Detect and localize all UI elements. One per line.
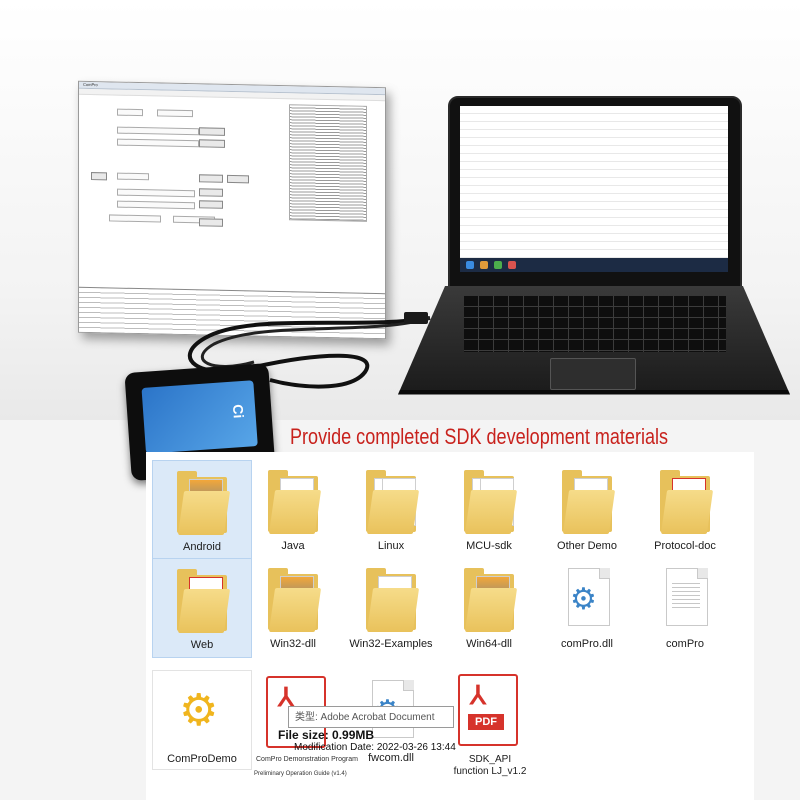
laptop: [398, 96, 790, 408]
app-icon: [508, 261, 516, 269]
file-tooltip: 类型: Adobe Acrobat Document: [288, 706, 454, 728]
dll-file-icon: ⚙: [560, 566, 614, 632]
touchpad: [550, 358, 636, 390]
folder-win32-dll[interactable]: Win32-dll: [244, 558, 342, 656]
text-file-icon: [658, 566, 712, 632]
folder-icon: [266, 566, 322, 632]
gear-app-icon: ⚙: [179, 686, 219, 735]
folder-icon: [266, 468, 322, 534]
folder-win64-dll[interactable]: Win64-dll: [440, 558, 538, 656]
item-label: MCU-sdk: [466, 540, 512, 552]
file-explorer: Android Java Linux MCU-sdk Other Demo: [146, 452, 754, 800]
reader-logo: Ci: [229, 403, 247, 419]
block-input: [109, 214, 161, 223]
folder-icon: [658, 468, 714, 534]
action-button-a: [199, 188, 223, 197]
app-icon: [494, 261, 502, 269]
taskbar: [460, 258, 728, 272]
item-label: fwcom.dll: [368, 752, 414, 764]
baud-input: [157, 109, 193, 118]
data-input: [117, 126, 199, 136]
item-label: Win64-dll: [466, 638, 512, 650]
item-label: comPro.dll: [561, 638, 613, 650]
folder-java[interactable]: Java: [244, 460, 342, 558]
folder-icon: [462, 566, 518, 632]
folder-icon: [364, 468, 420, 534]
item-label: Linux: [377, 540, 405, 552]
pdf-label-compro-demo: ComPro Demonstration Program: [256, 756, 358, 763]
laptop-base: [398, 286, 790, 395]
folder-icon: [462, 468, 518, 534]
item-label: SDK_API function LJ_v1.2: [453, 754, 527, 777]
laptop-lid: [448, 96, 742, 288]
tooltip-caption: Preliminary Operation Guide (v1.4): [254, 771, 347, 777]
item-label: Win32-Examples: [349, 638, 433, 650]
data-input-2: [117, 138, 199, 148]
settings-form: [87, 100, 287, 284]
value-input: [117, 200, 195, 210]
item-label: Java: [281, 540, 305, 552]
file-comprodemo[interactable]: ⚙ ComProDemo: [152, 670, 252, 770]
action-button-b: [199, 200, 223, 209]
key-input: [117, 188, 195, 198]
file-compro-dll[interactable]: ⚙ comPro.dll: [538, 558, 636, 656]
folder-win32-examples[interactable]: Win32-Examples: [342, 558, 440, 656]
port-select: [117, 108, 143, 117]
item-label: Win32-dll: [270, 638, 316, 650]
keyboard: [464, 296, 726, 352]
tooltip-type: 类型: Adobe Acrobat Document: [295, 712, 435, 723]
window-title: ComPro: [83, 81, 98, 88]
item-label: Other Demo: [557, 540, 617, 552]
start-icon: [466, 261, 474, 269]
read-button: [199, 174, 223, 183]
bottom-log: [79, 286, 385, 340]
pdf-file-icon: ⅄ PDF: [458, 674, 518, 746]
folder-icon: [175, 567, 231, 633]
app-icon: [480, 261, 488, 269]
item-label: Android: [183, 541, 221, 553]
item-label: Protocol-doc: [654, 540, 716, 552]
item-label: comPro: [666, 638, 704, 650]
software-window-screenshot: ComPro: [78, 80, 386, 340]
folder-linux[interactable]: Linux: [342, 460, 440, 558]
folder-icon: [560, 468, 616, 534]
item-label: ComProDemo: [167, 753, 237, 765]
file-compro[interactable]: comPro: [636, 558, 734, 656]
tooltip-date: Modification Date: 2022-03-26 13:44: [294, 742, 456, 753]
headline: Provide completed SDK development materi…: [290, 424, 669, 449]
laptop-display: [460, 106, 728, 272]
folder-other-demo[interactable]: Other Demo: [538, 460, 636, 558]
laptop-front-edge: [398, 390, 790, 395]
reader-card-face: Ci: [141, 380, 258, 454]
file-sdk-api-pdf[interactable]: ⅄ PDF SDK_API function LJ_v1.2: [440, 670, 538, 777]
folder-icon: [175, 469, 231, 535]
open-button: [91, 172, 107, 181]
folder-web[interactable]: Web: [152, 558, 252, 658]
pdf-tag: PDF: [468, 714, 504, 730]
tooltip-size: File size: 0.99MB: [278, 728, 375, 742]
write-button: [227, 174, 249, 184]
laptop-app-window: [460, 106, 728, 258]
hex-log-panel: [289, 104, 367, 222]
send-button: [199, 127, 225, 136]
folder-protocol-doc[interactable]: Protocol-doc: [636, 460, 734, 558]
folder-mcu-sdk[interactable]: MCU-sdk: [440, 460, 538, 558]
action-button-c: [199, 218, 223, 227]
folder-android[interactable]: Android: [152, 460, 252, 560]
mode-select: [117, 172, 149, 181]
send-button-2: [199, 139, 225, 148]
item-label: Web: [190, 639, 214, 651]
folder-icon: [364, 566, 420, 632]
